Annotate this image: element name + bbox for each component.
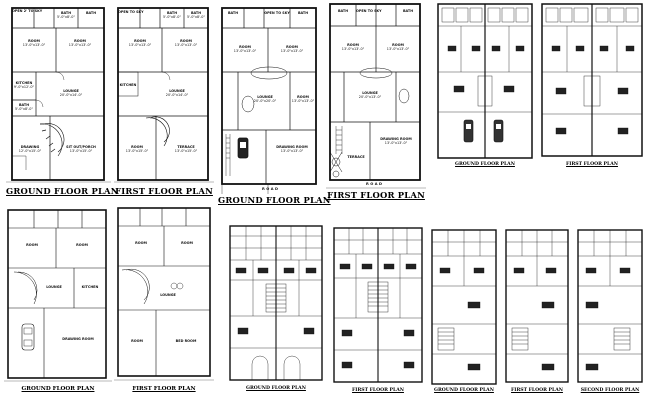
plan-caption: SECOND FLOOR PLAN: [580, 388, 640, 393]
room-label: LOUNGE: [46, 285, 62, 289]
second-floor-plan: SECOND FLOOR PLAN: [574, 228, 646, 398]
room-label: ROOM: [26, 243, 38, 247]
ground-floor-plan-4: ROOM ROOM LOUNGE KITCHEN DRAWING ROOM GR…: [4, 208, 112, 398]
room-label: BATH: [402, 9, 414, 13]
room-label: KITCHEN: [119, 83, 137, 87]
plan-caption: GROUND FLOOR PLAN: [6, 186, 119, 196]
first-floor-plan-5: FIRST FLOOR PLAN: [330, 226, 426, 398]
ground-floor-plan-6: GROUND FLOOR PLAN: [428, 228, 500, 398]
plan-caption: FIRST FLOOR PLAN: [327, 190, 425, 200]
room-label: BATH: [297, 11, 309, 15]
plan-drawing: [333, 227, 423, 383]
room-label: OPEN TO SKY: [356, 9, 382, 13]
room-label: LOUNGE: [160, 293, 176, 297]
room-label: KITCHEN: [81, 285, 99, 289]
plan-drawing: [6, 7, 111, 183]
plan-caption: GROUND FLOOR PLAN: [218, 195, 331, 205]
room-label: OPEN 2' TO SKY: [12, 9, 43, 13]
road-label: ROAD: [366, 182, 384, 186]
plan-caption: GROUND FLOOR PLAN: [455, 162, 515, 167]
plan-drawing: [541, 3, 643, 157]
ground-floor-plan-5: GROUND FLOOR PLAN: [226, 224, 326, 398]
ground-floor-plan-3: GROUND FLOOR PLAN: [434, 2, 536, 174]
plan-drawing: [505, 229, 569, 383]
plan-drawing: [431, 229, 497, 385]
plan-caption: GROUND FLOOR PLAN: [434, 388, 494, 393]
plan-caption: FIRST FLOOR PLAN: [566, 162, 618, 167]
plan-drawing: [229, 225, 323, 381]
room-label: ROOM: [76, 243, 88, 247]
road-label: ROAD: [262, 187, 280, 191]
room-label: ROOM: [181, 241, 193, 245]
plan-drawing: [221, 7, 317, 194]
first-floor-plan-4: ROOM ROOM LOUNGE ROOM BED ROOM FIRST FLO…: [114, 206, 214, 398]
plan-caption: GROUND FLOOR PLAN: [246, 386, 306, 391]
room-label: BED ROOM: [175, 339, 197, 343]
room-label: BATH: [227, 11, 239, 15]
room-label: BATH: [85, 11, 97, 15]
room-label: OPEN TO SKY: [118, 10, 144, 14]
plan-drawing: [577, 229, 643, 383]
plan-caption: FIRST FLOOR PLAN: [352, 388, 404, 393]
plan-drawing: [437, 3, 533, 159]
plan-drawing: [4, 209, 112, 382]
room-label: BATH: [337, 9, 349, 13]
room-label: TERRACE: [347, 155, 365, 159]
plan-drawing: [114, 7, 214, 183]
plan-caption: FIRST FLOOR PLAN: [132, 386, 196, 392]
first-floor-plan-6: FIRST FLOOR PLAN: [502, 228, 572, 398]
plan-caption: FIRST FLOOR PLAN: [115, 186, 213, 196]
plan-drawing: [114, 207, 214, 381]
room-label: ROOM: [135, 241, 147, 245]
room-label: OPEN TO SKY: [264, 11, 290, 15]
room-label: DRAWING ROOM: [62, 337, 94, 341]
plan-caption: FIRST FLOOR PLAN: [511, 388, 563, 393]
plan-drawing: [326, 3, 426, 189]
room-label: ROOM: [131, 339, 143, 343]
plan-caption: GROUND FLOOR PLAN: [21, 386, 95, 392]
first-floor-plan-3: FIRST FLOOR PLAN: [538, 2, 646, 174]
